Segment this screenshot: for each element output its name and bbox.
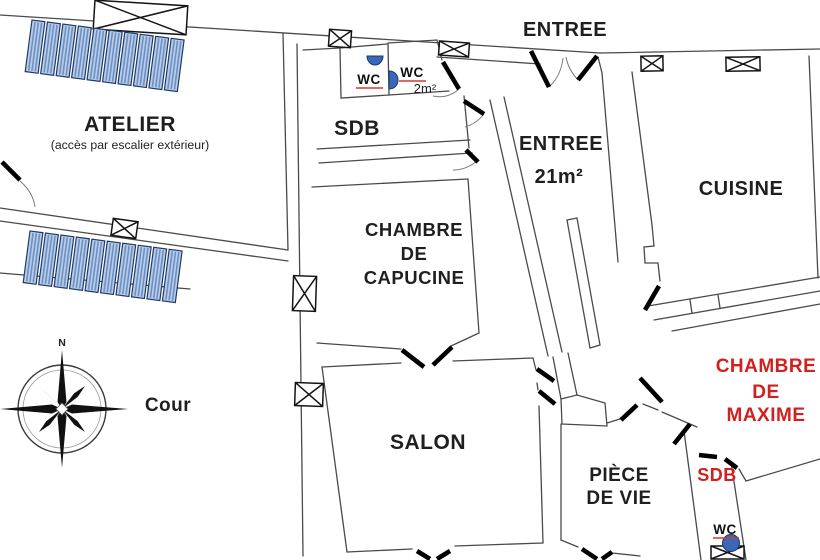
entree-door-label: ENTREE [523,19,607,41]
sdb-bottom-label: SDB [697,465,737,485]
cour-label: Cour [145,395,191,416]
window-icon [293,381,325,408]
maxime-label-3: MAXIME [727,405,806,426]
cuisine-label: CUISINE [699,178,784,200]
toilet-icon [388,70,399,90]
maxime-label-1: CHAMBRE [716,356,817,377]
wc-left-label: WC [357,72,381,87]
window-icons [92,0,761,560]
window-icon [437,40,471,58]
panel-bank-mid [22,230,183,304]
capucine-label-3: CAPUCINE [364,267,465,288]
wc-right-area: 2m² [414,81,437,96]
walls [0,14,820,560]
toilet-icon [722,534,740,552]
window-icon [291,274,318,313]
door-icons [0,49,739,560]
maxime-label-2: DE [752,382,779,403]
capucine-label-2: DE [401,243,428,264]
toilet-icons [366,55,740,552]
window-icon [92,0,189,36]
window-icon [725,55,761,73]
toilet-icon [366,55,384,66]
atelier-label: ATELIER [84,113,176,136]
salon-label: SALON [390,431,466,454]
wc-bottom-label: WC [713,522,737,537]
sdb-top-label: SDB [334,117,380,140]
atelier-note: (accès par escalier extérieur) [51,138,210,152]
capucine-label-1: CHAMBRE [365,219,463,240]
piece-de-vie-label-1: PIÈCE [589,464,649,486]
wc-right-label: WC [400,65,424,80]
compass-rose-icon: N [0,337,128,468]
compass-north-label: N [58,337,66,349]
piece-de-vie-label-2: DE VIE [586,488,651,509]
window-icon [327,28,353,49]
entree-label: ENTREE [519,133,603,155]
entree-area: 21m² [535,166,584,188]
window-icon [640,55,664,72]
wc-underlines [356,80,739,539]
window-icon [110,217,139,240]
